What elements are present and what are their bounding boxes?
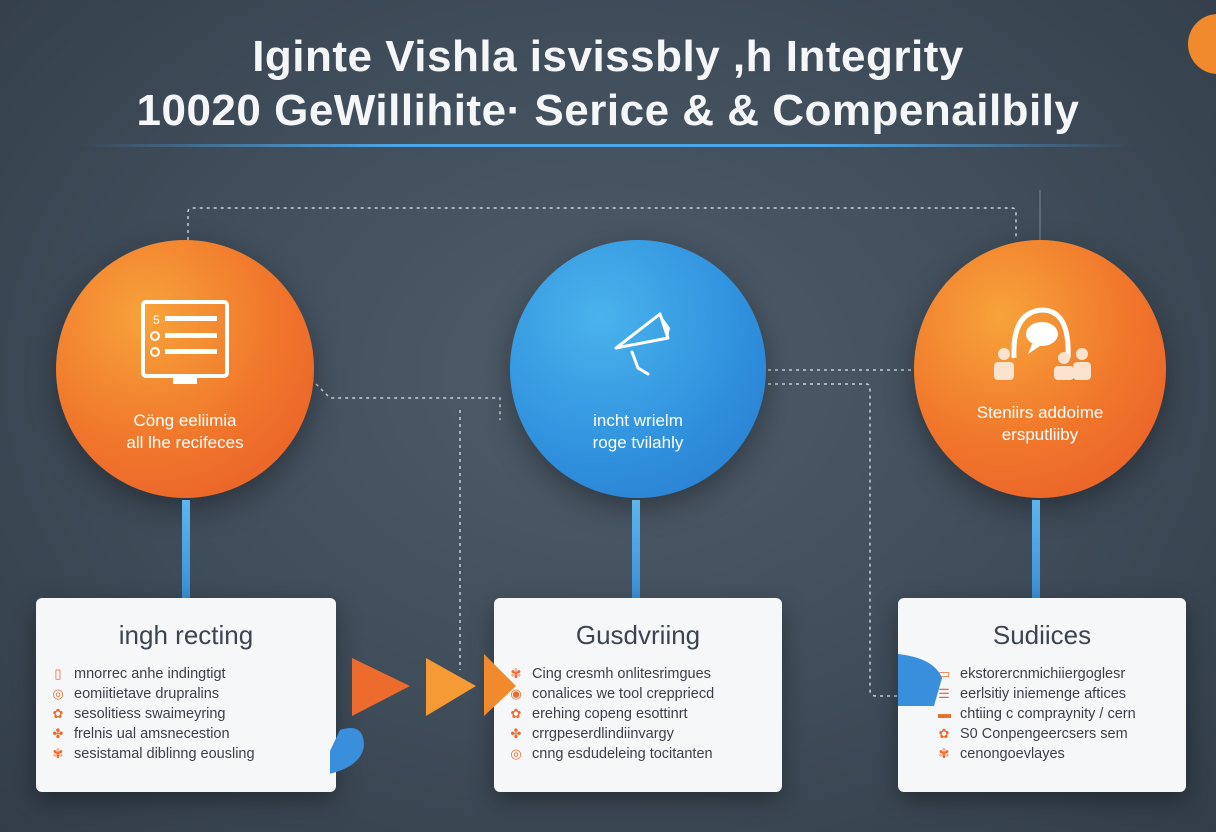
list-item: ✤crrgpeserdlindiinvargy [510, 726, 674, 742]
bullet-icon: ✾ [938, 746, 950, 761]
list-item: ✾Cing cresmh onlitesrimgues [510, 666, 711, 682]
orange-arrow-1 [352, 658, 410, 716]
list-item: ✾cenongoevlayes [938, 746, 1065, 762]
blue-arrow-tab [330, 728, 364, 774]
bullet-icon: ◉ [510, 686, 522, 701]
list-item: ☰eerlsitiy iniemenge aftices [938, 686, 1127, 702]
card-2-list: ✾Cing cresmh onlitesrimgues ◉conalices w… [494, 664, 782, 764]
arrow-group-chevrons [330, 654, 516, 774]
checklist-monitor-icon: 5 [141, 300, 229, 384]
bullet-icon: ◎ [52, 686, 64, 701]
card-3-list: ▭ekstorercnmichiiergoglesr ☰eerlsitiy in… [898, 664, 1186, 764]
page-title: Iginte Vishla isvissbly ,h Integrity 100… [0, 30, 1216, 138]
bullet-icon: ✾ [510, 666, 522, 681]
title-line-1: Iginte Vishla isvissbly ,h Integrity [252, 32, 964, 81]
left-middle-dotted-connector [315, 383, 501, 420]
bullet-icon: ✤ [510, 726, 522, 741]
list-item: ✿erehing copeng esottinrt [510, 706, 688, 722]
bullet-icon: ▯ [54, 666, 62, 681]
list-item: ✾sesistamal diblinng eousling [52, 746, 255, 762]
node-1-label-line-1: Cöng eeliimia [133, 411, 237, 430]
people-speech-icon [994, 307, 1091, 380]
list-item: ◎cnng esdudeleing tocitanten [510, 746, 713, 762]
card-1-list: ▯mnorrec anhe indingtigt ◎eomiitietave d… [36, 664, 336, 764]
card-2: Gusdvriing ✾Cing cresmh onlitesrimgues ◉… [494, 598, 782, 792]
bullet-icon: ✾ [52, 746, 64, 761]
title-underline [80, 144, 1136, 147]
list-item: ◎eomiitietave drupralins [52, 686, 220, 702]
card-1-title: ingh recting [118, 620, 254, 650]
card-3: Sudiices ▭ekstorercnmichiiergoglesr ☰eer… [898, 598, 1186, 792]
orange-arrow-3 [484, 654, 516, 716]
list-item: ◉conalices we tool creppriecd [510, 686, 715, 702]
list-item: ▭ekstorercnmichiiergoglesr [938, 666, 1126, 682]
right-middle-dotted-connector [768, 369, 912, 697]
card-3-title: Sudiices [992, 620, 1092, 650]
node-3-label: Steniirs addoime ersputliiby [977, 402, 1104, 446]
card-2-title: Gusdvriing [575, 620, 701, 650]
list-item: ▯mnorrec anhe indingtigt [54, 664, 336, 684]
title-line-2: 10020 GeWillihite· Serice & & Compenailb… [136, 86, 1080, 135]
svg-text:5: 5 [153, 313, 160, 327]
node-2-stem [632, 500, 640, 598]
node-2-label-line-2: roge tvilahly [592, 433, 684, 452]
node-1-label-line-2: all lhe recifeces [126, 433, 244, 452]
node-circle-3: Steniirs addoime ersputliiby [914, 240, 1166, 498]
bullet-icon: ◎ [510, 746, 522, 761]
list-item: ✤frelnis ual amsnecestion [52, 726, 230, 742]
card-1: ingh recting ▯mnorrec anhe indingtigt ◎e… [36, 598, 336, 792]
bullet-icon: ✤ [52, 726, 64, 741]
node-2-label: incht wrielm roge tvilahly [593, 410, 684, 454]
list-item: ✿sesolitiess swaimeyring [52, 706, 226, 722]
node-1-stem [182, 500, 190, 598]
bullet-icon: ✿ [52, 706, 64, 721]
bullet-icon: ☰ [938, 686, 950, 701]
node-3-label-line-1: Steniirs addoime [976, 403, 1104, 422]
node-circle-2: incht wrielm roge tvilahly [510, 240, 766, 498]
bullet-icon: ✿ [510, 706, 522, 721]
node-circle-1: 5 Cöng eeliimia all lhe recifeces [56, 240, 314, 498]
node-1-label: Cöng eeliimia all lhe recifeces [126, 410, 243, 454]
orange-arrow-2 [426, 658, 476, 716]
top-dotted-connector [187, 207, 1017, 240]
bullet-icon: ▬ [938, 706, 951, 721]
node-3-stem [1032, 500, 1040, 598]
megaphone-icon [614, 312, 670, 376]
bullet-icon: ✿ [938, 726, 950, 741]
node-2-label-line-1: incht wrielm [593, 411, 683, 430]
node-3-label-line-2: ersputliiby [1001, 425, 1079, 444]
list-item: ✿S0 Conpengeercsers sem [938, 726, 1128, 742]
blue-tab-right [898, 654, 942, 706]
list-item: ▬chtiing c compraynity / cern [938, 706, 1136, 722]
